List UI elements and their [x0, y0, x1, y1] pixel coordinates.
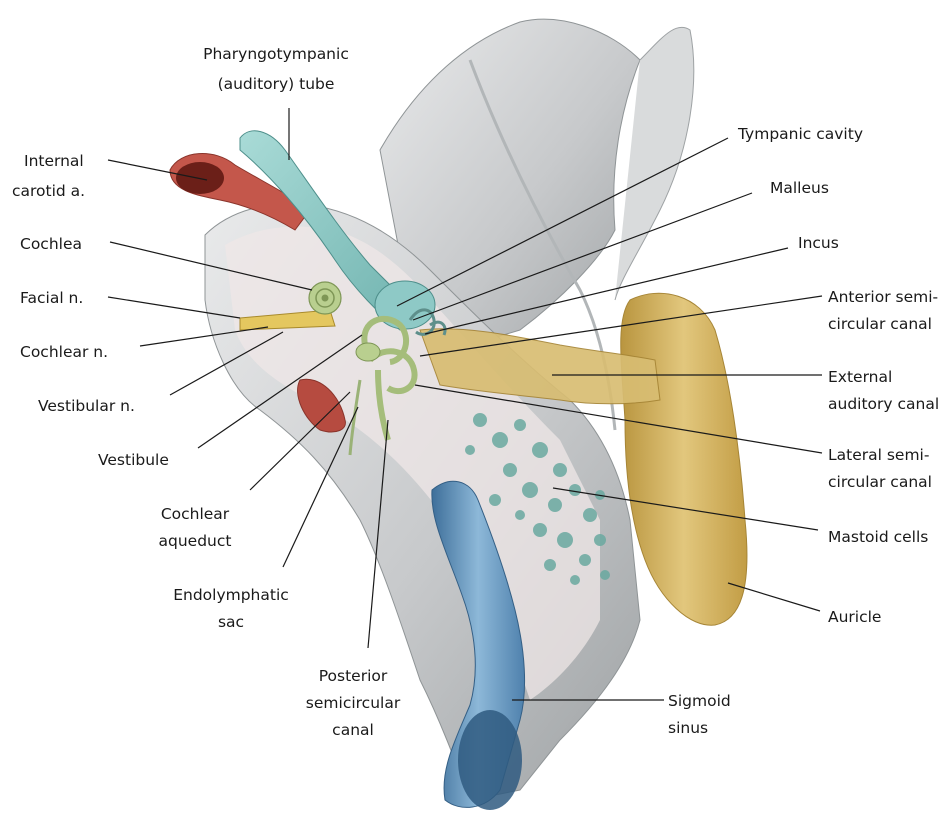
label-posterior-line2: semicircular — [306, 694, 401, 712]
label-mastoid-cells: Mastoid cells — [828, 528, 928, 546]
label-pharyngotympanic-line2: (auditory) tube — [218, 75, 335, 93]
label-auricle: Auricle — [828, 608, 881, 626]
label-tympanic-cavity: Tympanic cavity — [737, 125, 863, 143]
label-cochlear-nerve: Cochlear n. — [20, 343, 108, 361]
illustration — [170, 19, 747, 810]
label-lateral-line1: Lateral semi- — [828, 446, 929, 464]
vestibule — [356, 343, 380, 361]
label-posterior-line3: canal — [332, 721, 374, 739]
label-vestibular-nerve: Vestibular n. — [38, 397, 135, 415]
label-malleus: Malleus — [770, 179, 829, 197]
label-cochlear-aqueduct-line2: aqueduct — [159, 532, 232, 550]
label-internal-carotid-line1: Internal — [24, 152, 84, 170]
label-endolymphatic-line2: sac — [218, 613, 244, 631]
label-sigmoid-line1: Sigmoid — [668, 692, 731, 710]
sigmoid-sinus-opening — [458, 710, 522, 810]
label-lateral-line2: circular canal — [828, 473, 932, 491]
label-internal-carotid-line2: carotid a. — [12, 182, 85, 200]
label-posterior-line1: Posterior — [319, 667, 388, 685]
label-endolymphatic-line1: Endolymphatic — [173, 586, 289, 604]
label-anterior-line2: circular canal — [828, 315, 932, 333]
label-external-line2: auditory canal — [828, 395, 939, 413]
label-cochlear-aqueduct-line1: Cochlear — [161, 505, 230, 523]
label-incus: Incus — [798, 234, 839, 252]
cochlea — [309, 282, 341, 314]
label-external-line1: External — [828, 368, 892, 386]
label-facial-nerve: Facial n. — [20, 289, 83, 307]
label-anterior-line1: Anterior semi- — [828, 288, 938, 306]
label-sigmoid-line2: sinus — [668, 719, 708, 737]
label-cochlea: Cochlea — [20, 235, 82, 253]
label-vestibule: Vestibule — [98, 451, 169, 469]
auricle — [621, 293, 747, 625]
label-pharyngotympanic-line1: Pharyngotympanic — [203, 45, 349, 63]
